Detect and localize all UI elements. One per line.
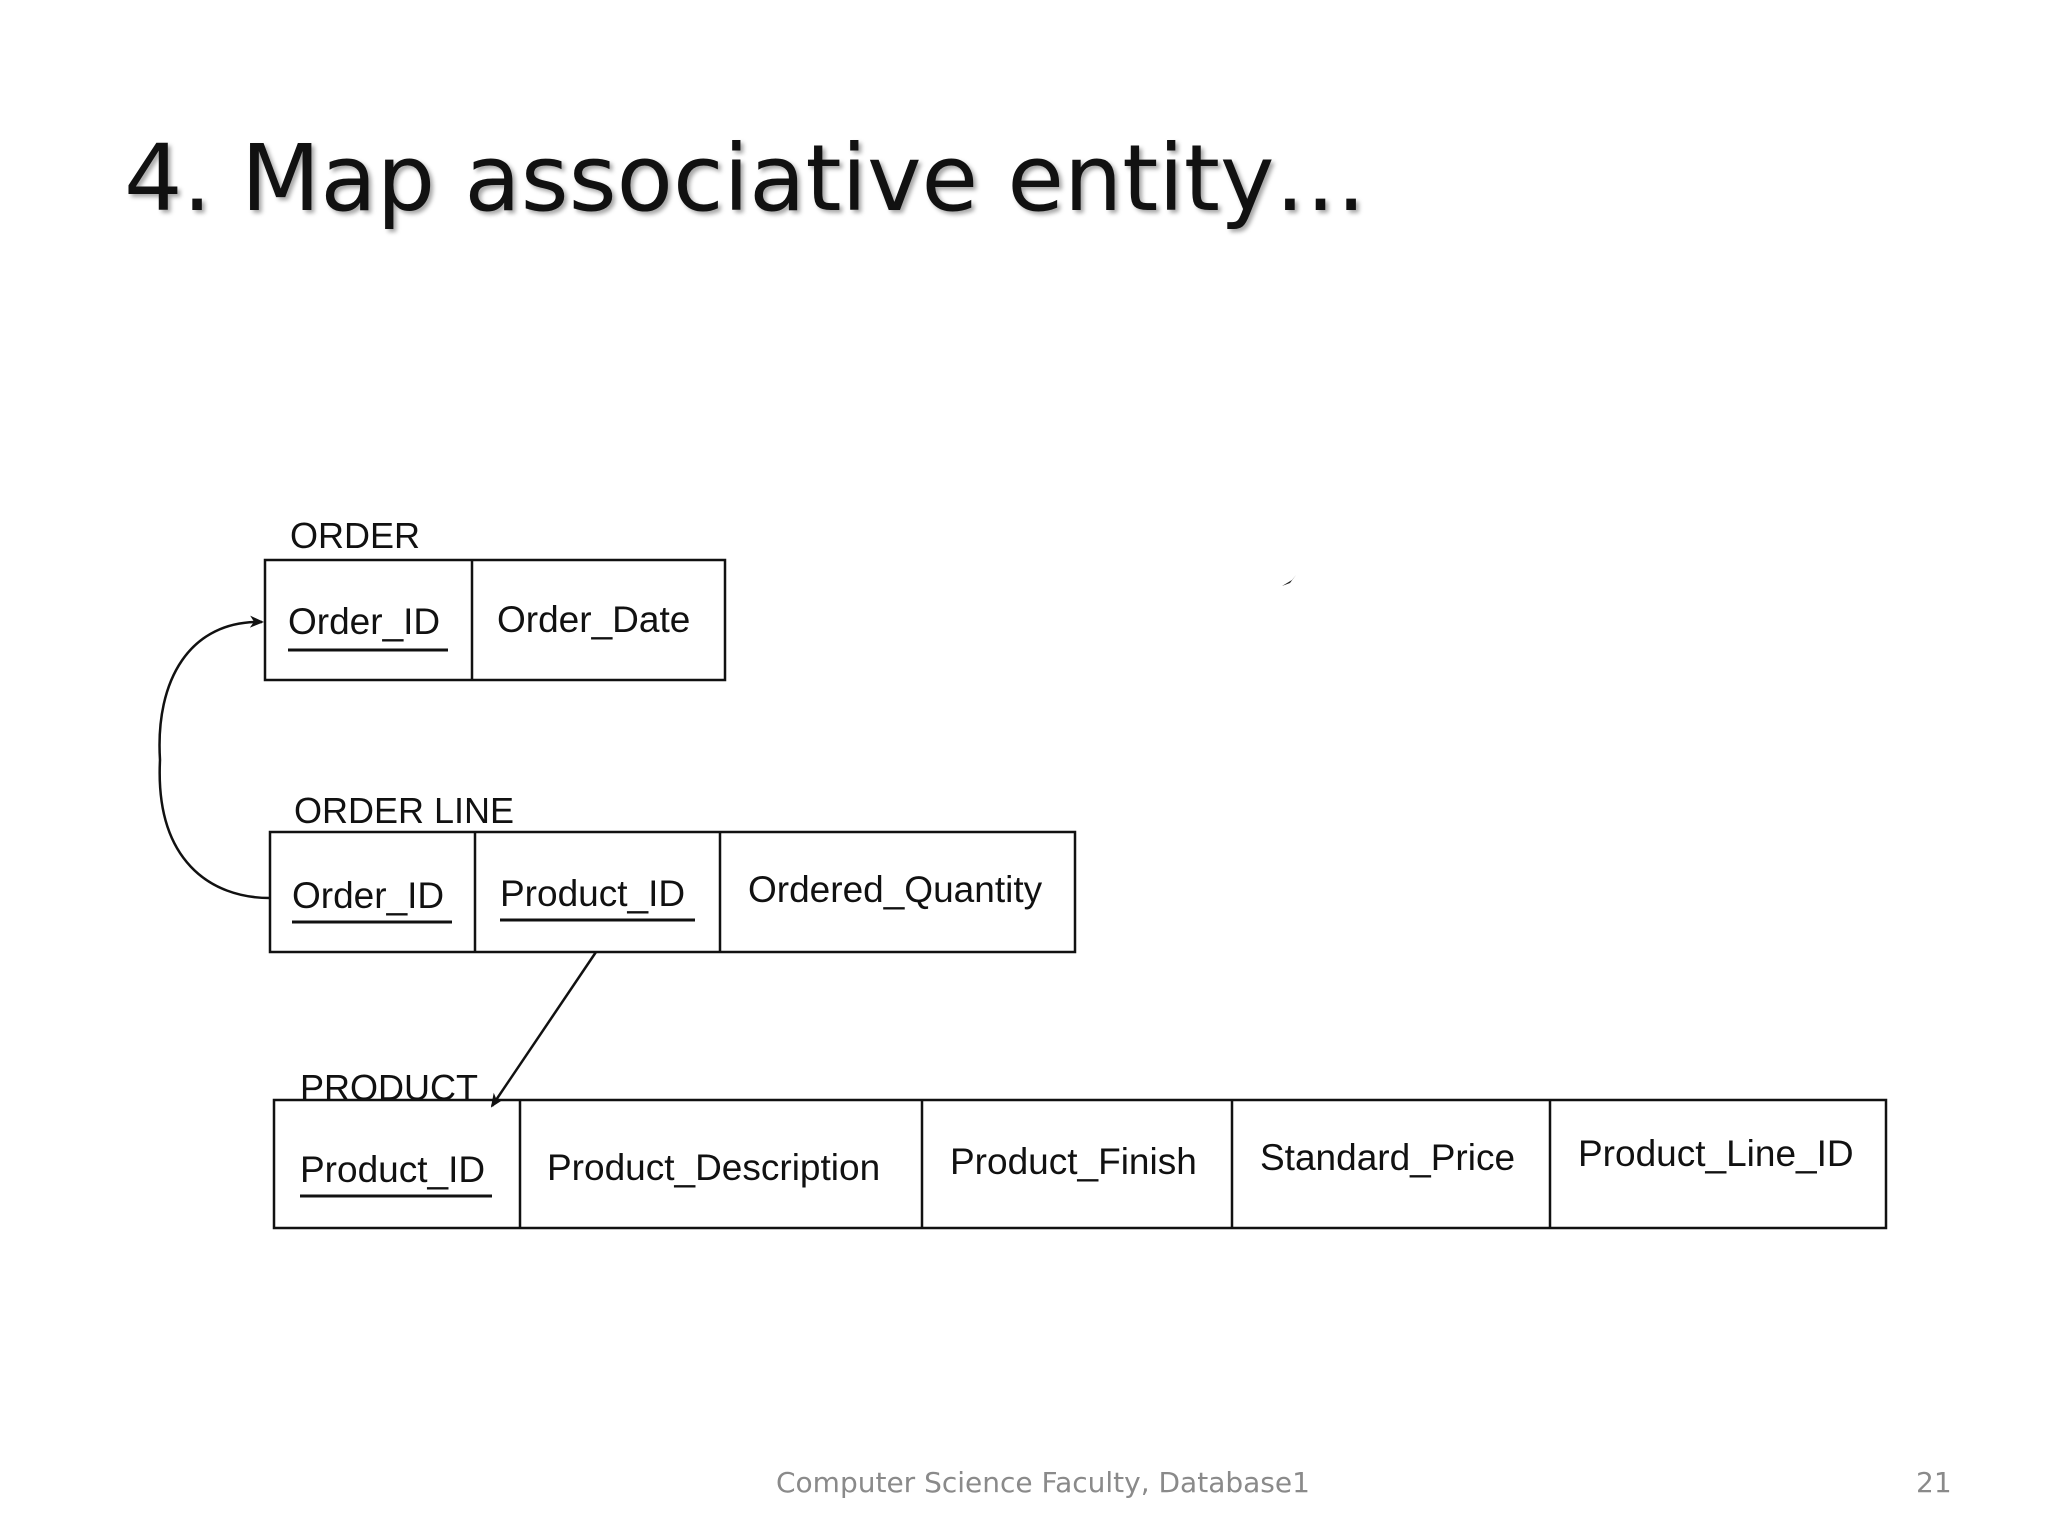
order-table: ORDER Order_ID Order_Date (263, 515, 727, 682)
fk-arrow-order-id (158, 615, 271, 900)
scan-speck (1282, 575, 1296, 586)
slide-footer: Computer Science Faculty, Database1 (776, 1466, 1310, 1499)
product-column-product-line-id: Product_Line_ID (1578, 1133, 1854, 1174)
order-column-order-date: Order_Date (497, 599, 690, 640)
product-column-product-id: Product_ID (300, 1149, 485, 1190)
order-line-table-box (268, 830, 1077, 954)
product-column-product-description: Product_Description (547, 1147, 880, 1188)
order-line-table-name: ORDER LINE (294, 790, 514, 831)
slide-page-number: 21 (1916, 1466, 1952, 1499)
fk-arrow-product-id (490, 951, 598, 1108)
order-line-column-order-id: Order_ID (292, 875, 444, 916)
order-line-table: ORDER LINE Order_ID Product_ID Ordered_Q… (268, 790, 1077, 954)
slide-title: 4. Map associative entity… (124, 125, 1367, 232)
order-line-column-product-id: Product_ID (500, 873, 685, 914)
product-table: PRODUCT Product_ID Product_Description P… (272, 1067, 1888, 1230)
order-line-column-ordered-quantity: Ordered_Quantity (748, 869, 1043, 910)
order-table-box (263, 558, 727, 682)
order-table-name: ORDER (290, 515, 420, 556)
product-column-product-finish: Product_Finish (950, 1141, 1197, 1182)
product-table-box (272, 1098, 1888, 1230)
product-column-standard-price: Standard_Price (1260, 1137, 1515, 1178)
order-column-order-id: Order_ID (288, 601, 440, 642)
